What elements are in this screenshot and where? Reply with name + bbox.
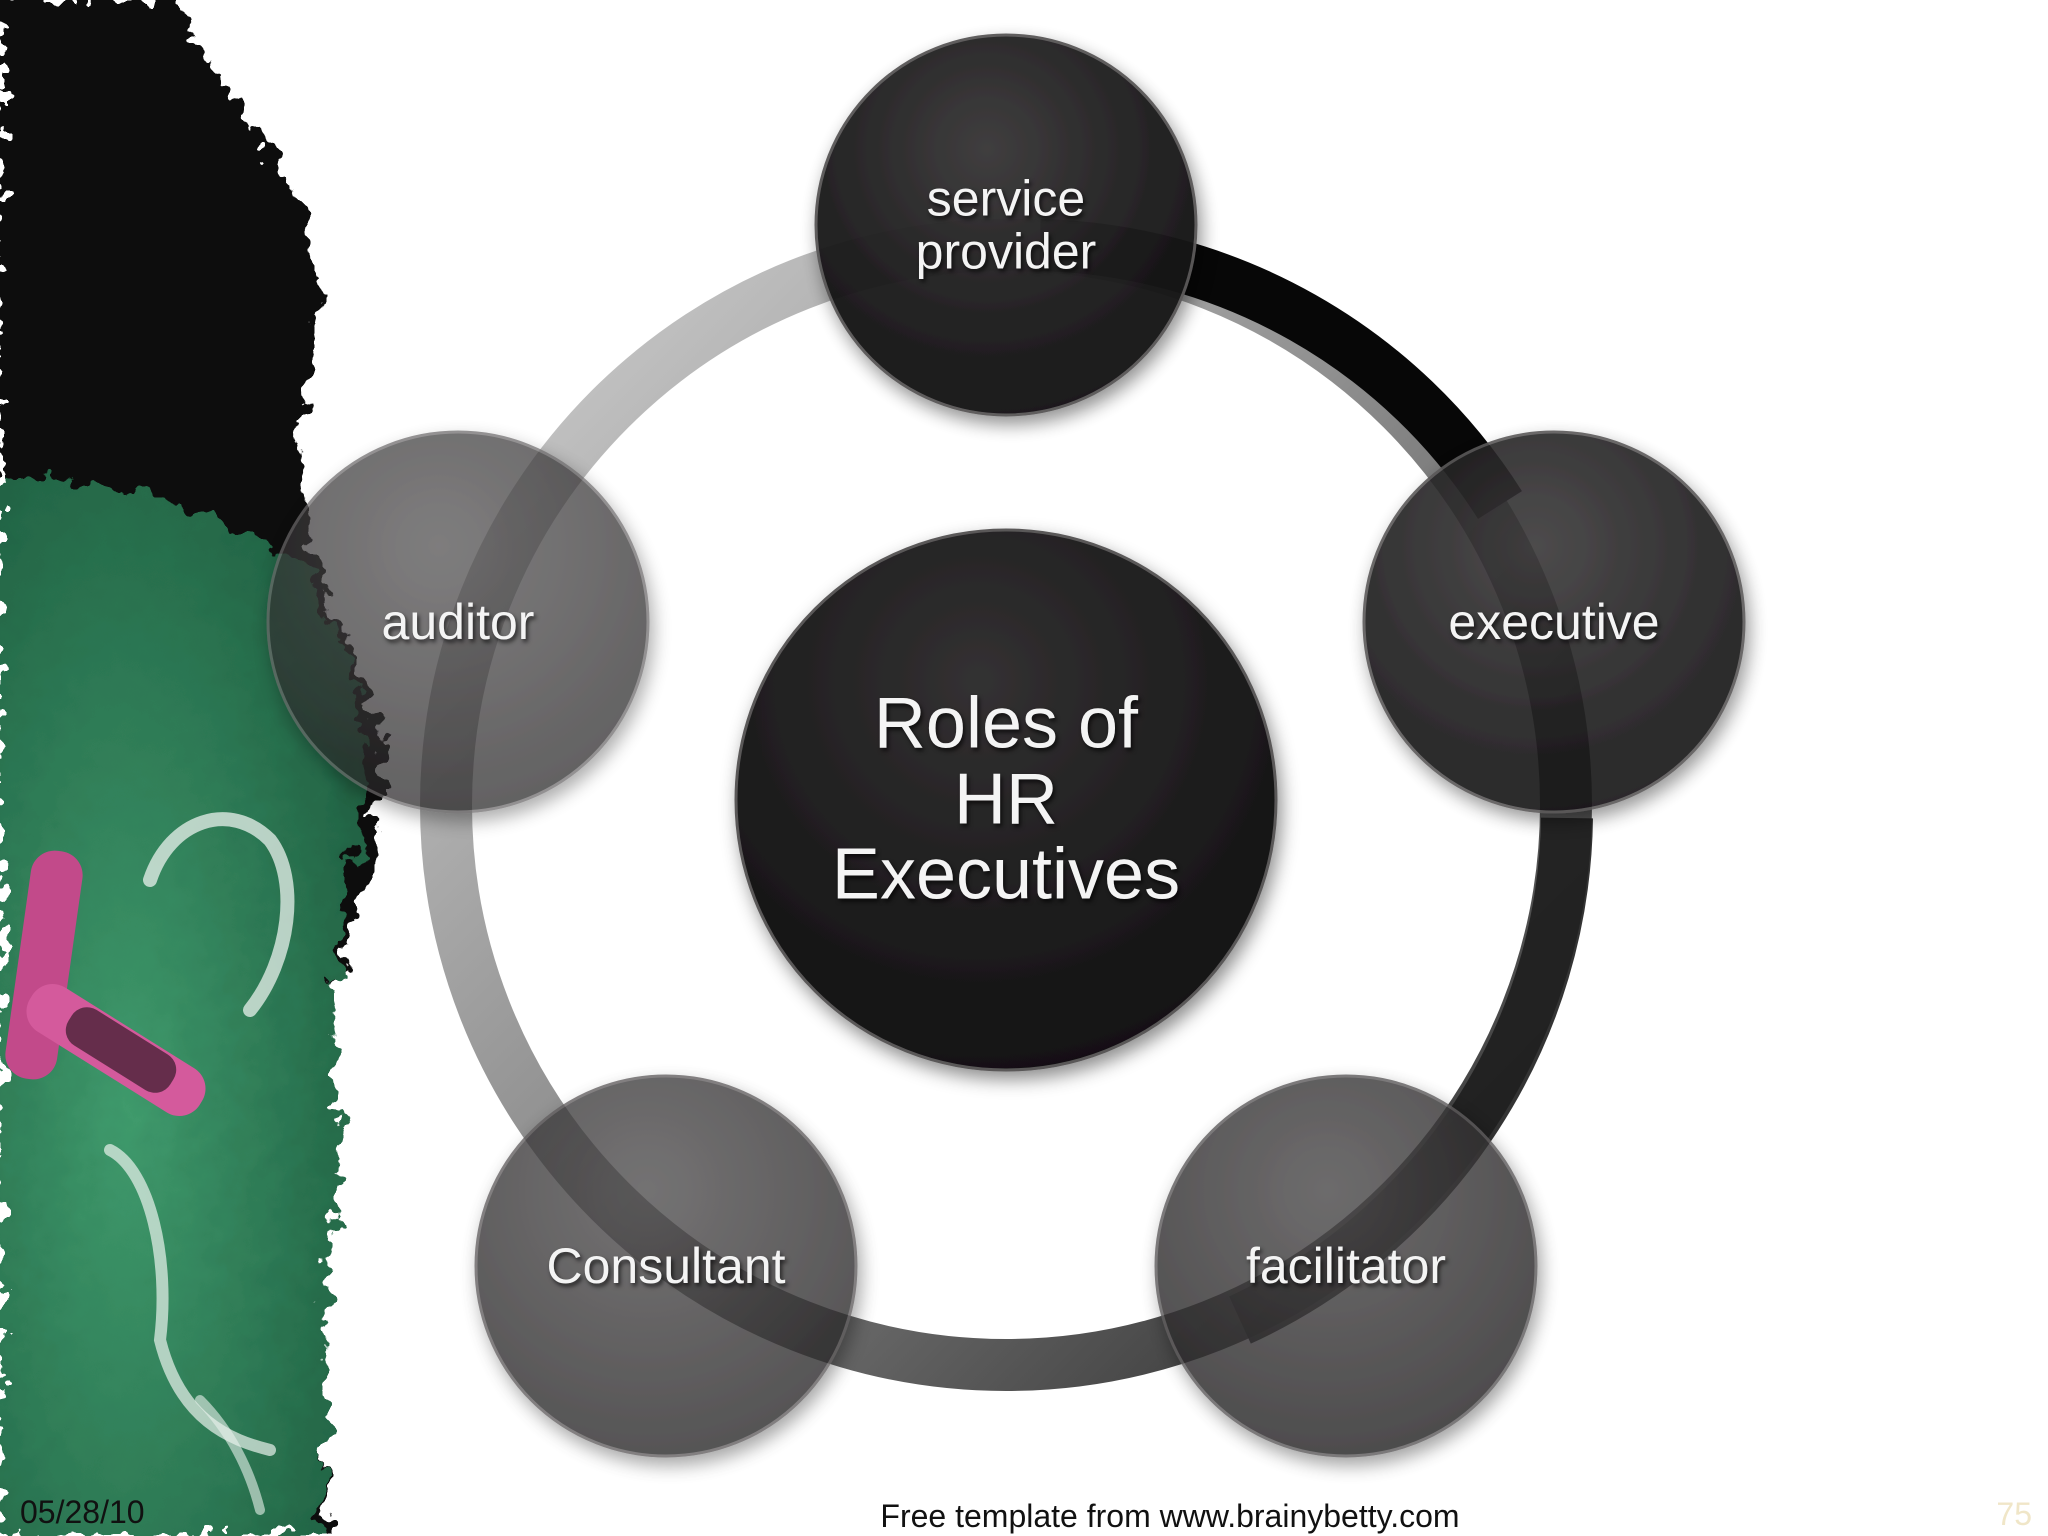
node-consultant: [474, 1074, 858, 1458]
node-label-executive: executive: [1448, 594, 1660, 650]
node-label-facilitator: facilitator: [1245, 1238, 1447, 1294]
node-label-auditor: auditor: [381, 594, 535, 650]
pink-chalk-icon: [5, 850, 206, 1116]
footer-credit: Free template from www.brainybetty.com: [880, 1498, 1460, 1534]
center-title: Roles of HR Executives: [831, 683, 1181, 915]
node-executive: [1362, 430, 1746, 814]
center-circle: [734, 528, 1278, 1072]
page-number: 75: [1996, 1496, 2032, 1532]
node-service-provider: [814, 33, 1198, 417]
node-label-consultant: Consultant: [546, 1238, 786, 1294]
footer-date: 05/28/10: [20, 1494, 145, 1530]
node-auditor: [266, 430, 650, 814]
chalkboard-background: [0, 0, 381, 1536]
chalk-scribble: [143, 812, 295, 1017]
node-facilitator: [1154, 1074, 1538, 1458]
chalk-scribble: [195, 1395, 265, 1515]
node-label-service-provider: service provider: [915, 170, 1097, 279]
